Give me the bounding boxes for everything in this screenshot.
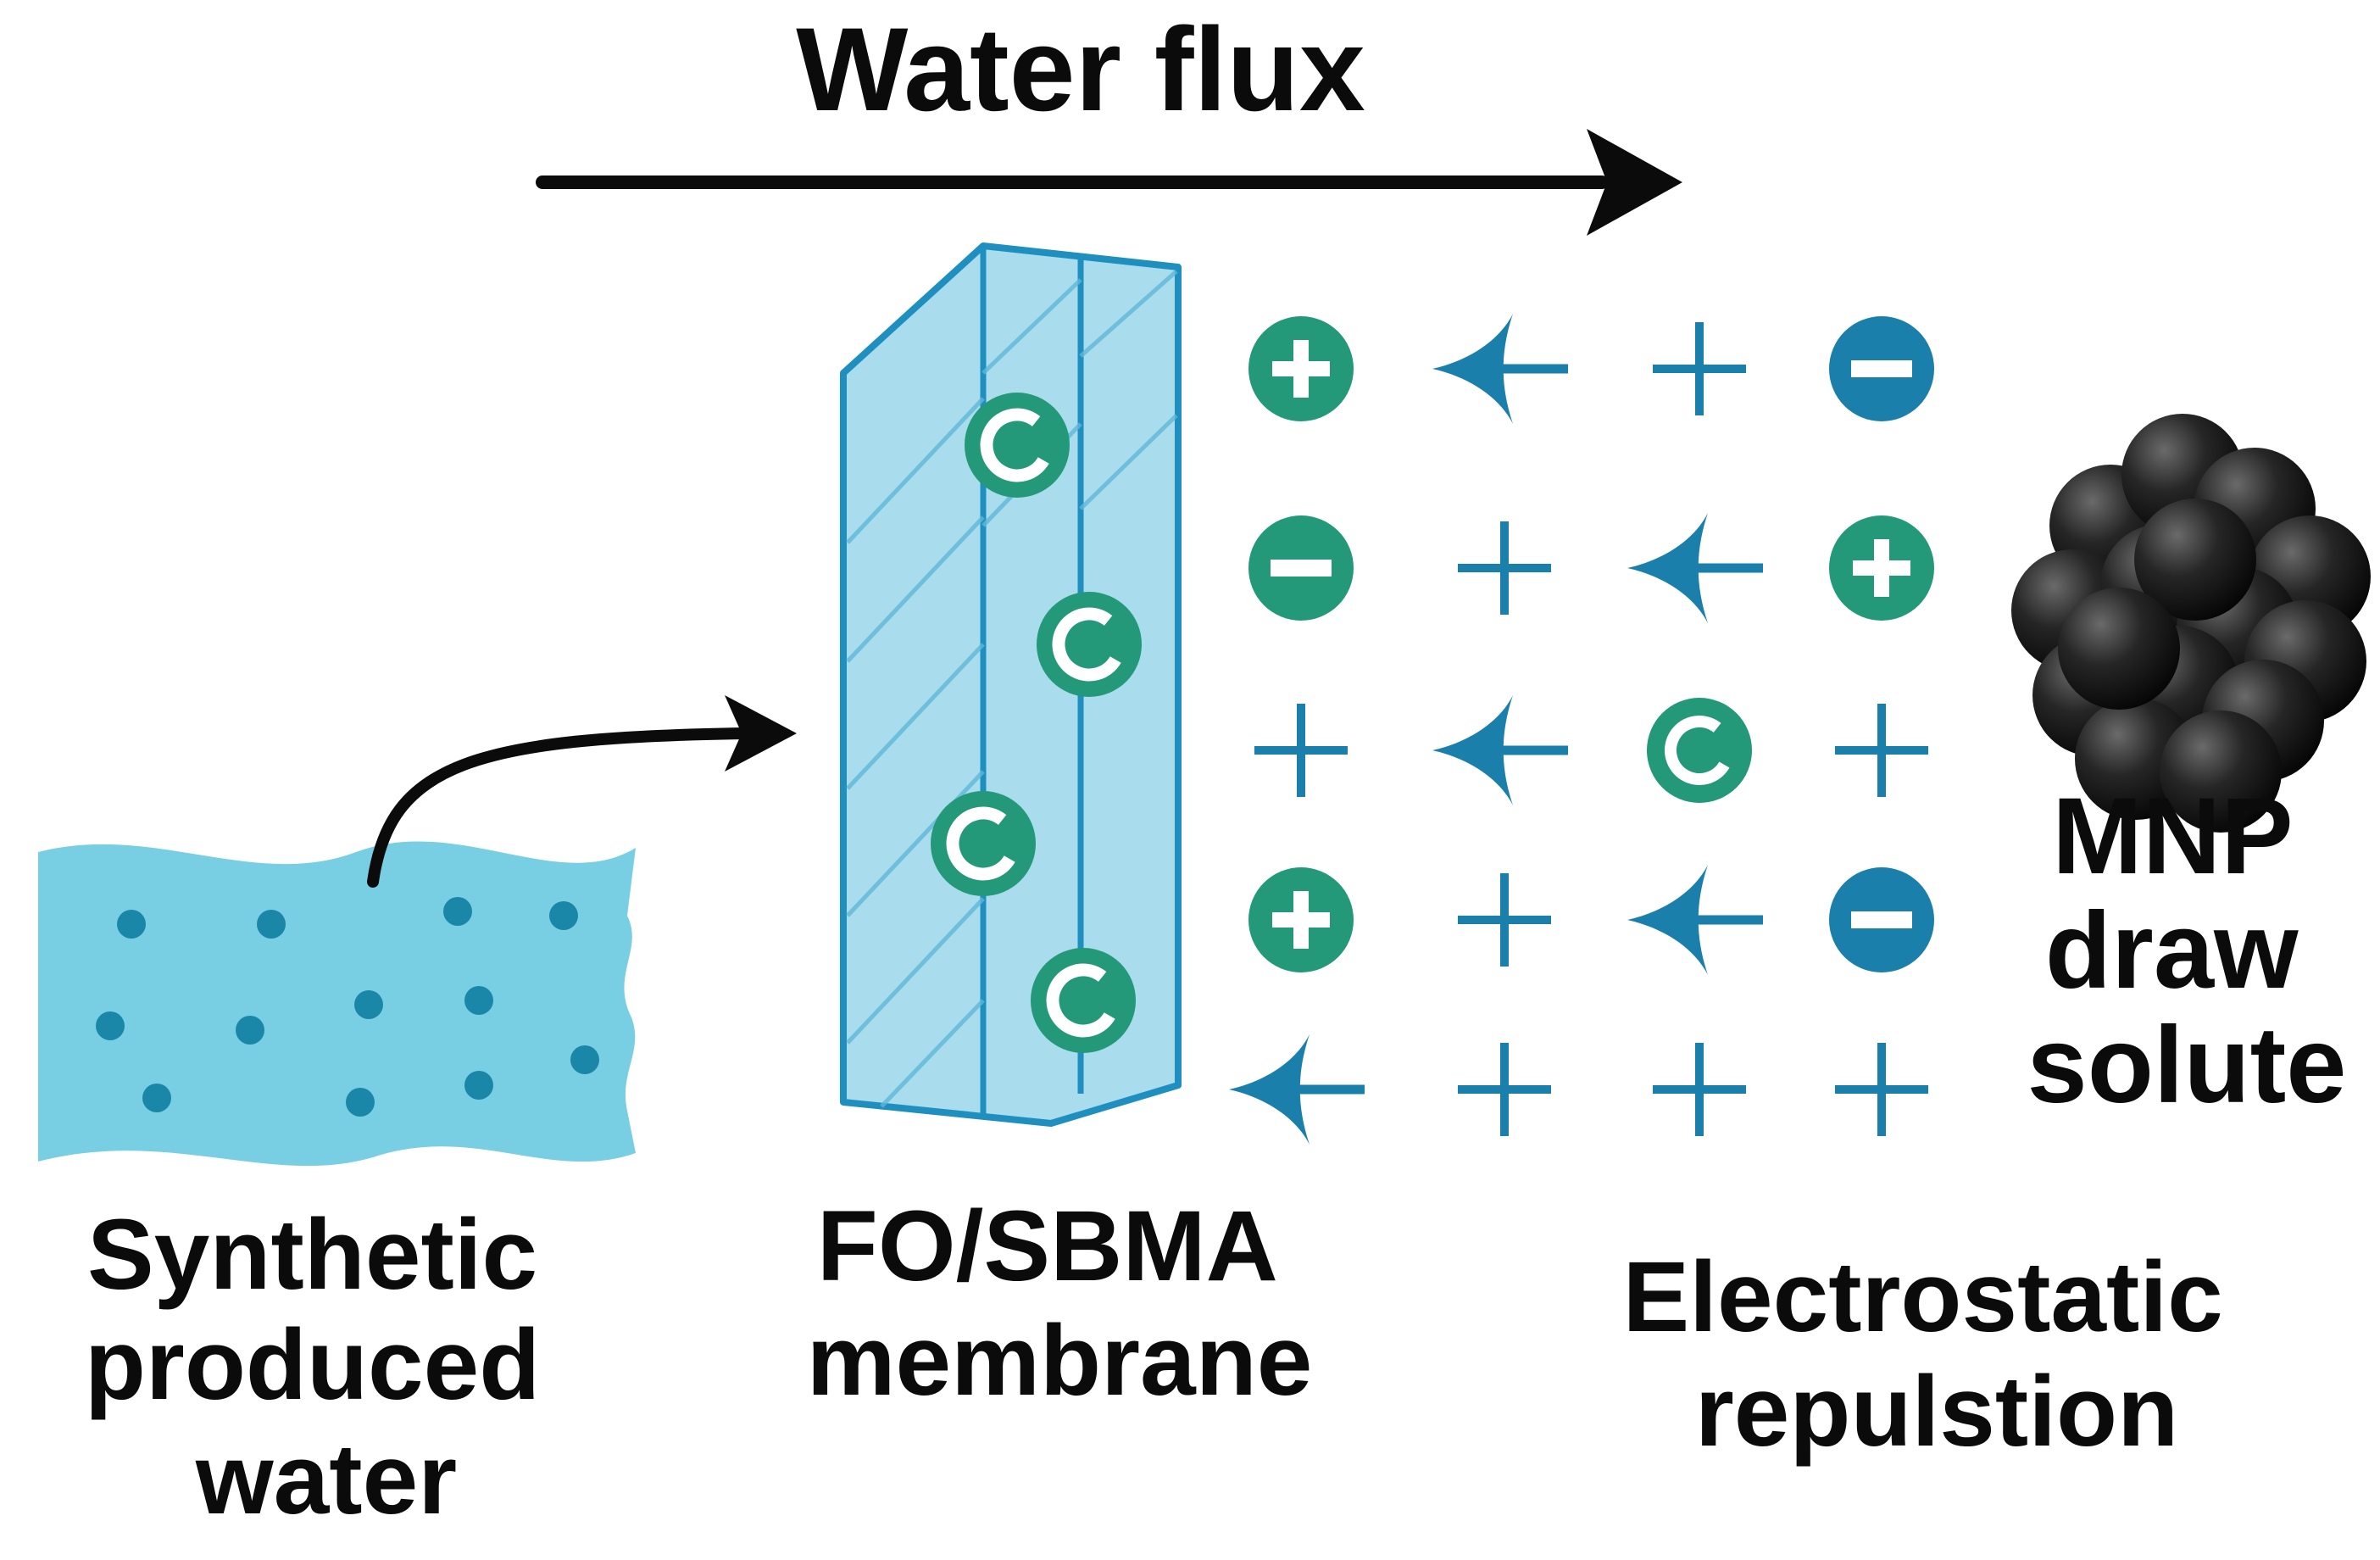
membrane-charge-sites (931, 393, 1142, 1053)
ion-arrow-left (1627, 865, 1763, 975)
water-flux-arrow (536, 129, 1682, 236)
water-flux-title: Water flux (796, 3, 1365, 136)
membrane-charge-badge (931, 791, 1036, 896)
fo-sbma-membrane (840, 242, 1182, 1127)
feed-water-body (38, 841, 636, 1167)
ion-plus (1653, 1043, 1746, 1136)
ion-plus (1458, 521, 1551, 615)
permeation-arrow (367, 695, 797, 888)
water-particle (549, 901, 578, 930)
water-particle (464, 986, 493, 1015)
water-particle (464, 1071, 493, 1100)
mnp-nanoparticle-cluster (2011, 414, 2371, 833)
water-particle (117, 910, 146, 939)
water-particles (96, 897, 599, 1117)
membrane-charge-badge (1037, 592, 1142, 697)
nanoparticle (2160, 710, 2282, 833)
ion-plus (1835, 1043, 1928, 1136)
water-particle (443, 897, 472, 926)
nanoparticle (2058, 588, 2180, 710)
water-particle (354, 990, 383, 1019)
membrane-charge-badge (1031, 948, 1136, 1053)
ion-neg-badge (1248, 515, 1354, 621)
ion-plus (1835, 704, 1928, 797)
ion-arrow-left (1432, 314, 1568, 424)
ion-plus (1653, 322, 1746, 415)
ion-pos-badge (1829, 515, 1934, 621)
repulsion-label: Electrostatic repulstion (1622, 1241, 2250, 1468)
ion-plus (1458, 1043, 1551, 1136)
ion-neg-badge (1829, 867, 1934, 972)
water-particle (257, 910, 286, 939)
ion-plus (1458, 873, 1551, 967)
ion-neg-badge (1829, 316, 1934, 421)
nanoparticle (2134, 499, 2256, 621)
water-particle (346, 1088, 375, 1117)
water-particle (96, 1011, 125, 1040)
ion-arrow-left (1432, 695, 1568, 805)
feed-label: Synthetic produced water (85, 1199, 568, 1535)
membrane-label: FO/SBMA membrane (807, 1190, 1313, 1417)
ion-arrow-left (1627, 513, 1763, 623)
draw-solute-label: MNP draw solute (2027, 776, 2347, 1126)
ion-pos-badge (1248, 316, 1354, 421)
water-particle (570, 1045, 599, 1074)
water-particle (142, 1084, 171, 1112)
ion-c-badge (1647, 698, 1752, 803)
membrane-charge-badge (965, 393, 1070, 498)
ion-pos-badge (1248, 867, 1354, 972)
water-particle (236, 1016, 264, 1045)
electrostatic-ion-grid (1229, 314, 1934, 1145)
ion-arrow-left (1229, 1034, 1365, 1145)
ion-plus (1254, 704, 1348, 797)
